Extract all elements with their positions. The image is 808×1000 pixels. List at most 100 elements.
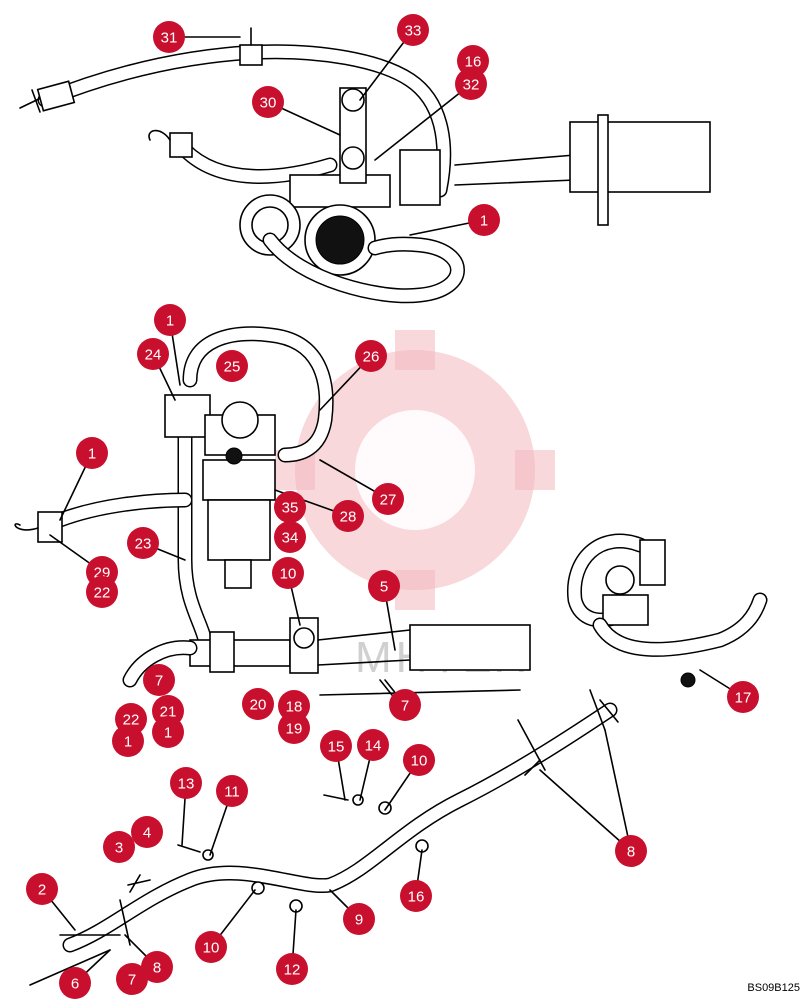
callout-26: 26 bbox=[355, 340, 387, 372]
callout-circle bbox=[274, 521, 306, 553]
callout-label: 16 bbox=[408, 889, 425, 906]
callout-1: 1 bbox=[152, 716, 184, 748]
callout-circle bbox=[116, 963, 148, 995]
callout-label: 4 bbox=[143, 825, 151, 842]
callout-label: 7 bbox=[155, 673, 163, 690]
callout-22: 22 bbox=[86, 576, 118, 608]
callout-circle bbox=[59, 967, 91, 999]
callout-2: 2 bbox=[26, 873, 58, 905]
callout-label: 1 bbox=[164, 725, 172, 742]
callout-label: 35 bbox=[282, 500, 299, 517]
callout-31: 31 bbox=[153, 21, 185, 53]
callout-34: 34 bbox=[274, 521, 306, 553]
callout-circle bbox=[152, 716, 184, 748]
callout-circle bbox=[242, 688, 274, 720]
callout-label: 8 bbox=[627, 844, 635, 861]
callout-27: 27 bbox=[372, 483, 404, 515]
callout-label: 12 bbox=[284, 962, 301, 979]
callout-1: 1 bbox=[154, 304, 186, 336]
callout-circle bbox=[26, 873, 58, 905]
callout-label: 14 bbox=[365, 738, 382, 755]
callout-circle bbox=[86, 576, 118, 608]
callout-16: 16 bbox=[457, 45, 489, 77]
callout-label: 16 bbox=[465, 54, 482, 71]
callout-13: 13 bbox=[170, 767, 202, 799]
callout-12: 12 bbox=[276, 953, 308, 985]
callout-label: 8 bbox=[153, 960, 161, 977]
callout-label: 18 bbox=[286, 699, 303, 716]
callout-circle bbox=[143, 664, 175, 696]
callout-label: 7 bbox=[401, 698, 409, 715]
callout-label: 21 bbox=[160, 704, 177, 721]
callout-label: 20 bbox=[250, 697, 267, 714]
callout-10: 10 bbox=[195, 931, 227, 963]
callout-label: 15 bbox=[328, 739, 345, 756]
callout-circle bbox=[615, 835, 647, 867]
callout-circle bbox=[332, 500, 364, 532]
callout-1: 1 bbox=[468, 204, 500, 236]
callout-8: 8 bbox=[141, 951, 173, 983]
callout-3: 3 bbox=[103, 831, 135, 863]
figure-code: BS09B125 bbox=[747, 982, 800, 994]
callout-circle bbox=[389, 689, 421, 721]
callout-19: 19 bbox=[278, 712, 310, 744]
callout-label: 22 bbox=[94, 585, 111, 602]
callout-label: 17 bbox=[735, 690, 752, 707]
callout-label: 10 bbox=[411, 753, 428, 770]
callout-24: 24 bbox=[137, 338, 169, 370]
callout-18: 18 bbox=[278, 690, 310, 722]
callout-circle bbox=[278, 690, 310, 722]
callout-circle bbox=[76, 437, 108, 469]
callout-15: 15 bbox=[320, 730, 352, 762]
callout-10: 10 bbox=[403, 744, 435, 776]
callout-label: 22 bbox=[123, 712, 140, 729]
callout-circle bbox=[400, 880, 432, 912]
callout-circle bbox=[397, 14, 429, 46]
callout-circle bbox=[252, 86, 284, 118]
top-fuel-filter-assembly bbox=[19, 27, 711, 304]
callout-circle bbox=[112, 725, 144, 757]
callout-16: 16 bbox=[400, 880, 432, 912]
callout-label: 33 bbox=[405, 23, 422, 40]
callout-circle bbox=[403, 744, 435, 776]
callout-23: 23 bbox=[127, 527, 159, 559]
callout-label: 25 bbox=[224, 359, 241, 376]
callout-label: 1 bbox=[480, 213, 488, 230]
callout-20: 20 bbox=[242, 688, 274, 720]
callout-label: 19 bbox=[286, 721, 303, 738]
callout-25: 25 bbox=[216, 350, 248, 382]
callout-7: 7 bbox=[389, 689, 421, 721]
callout-label: 1 bbox=[88, 446, 96, 463]
callout-35: 35 bbox=[274, 491, 306, 523]
callout-circle bbox=[355, 340, 387, 372]
callout-label: 11 bbox=[224, 784, 240, 801]
callout-1: 1 bbox=[112, 725, 144, 757]
callout-label: 27 bbox=[380, 492, 397, 509]
callout-circle bbox=[276, 953, 308, 985]
callout-circle bbox=[137, 338, 169, 370]
callout-14: 14 bbox=[357, 729, 389, 761]
callout-4: 4 bbox=[131, 816, 163, 848]
callout-8: 8 bbox=[615, 835, 647, 867]
callout-label: 34 bbox=[282, 530, 299, 547]
callout-30: 30 bbox=[252, 86, 284, 118]
callout-circle bbox=[216, 350, 248, 382]
callout-11: 11 bbox=[216, 775, 248, 807]
callout-32: 32 bbox=[455, 68, 487, 100]
callout-label: 13 bbox=[178, 776, 195, 793]
callout-circle bbox=[457, 45, 489, 77]
callout-circle bbox=[154, 304, 186, 336]
callout-1: 1 bbox=[76, 437, 108, 469]
callout-label: 2 bbox=[38, 882, 46, 899]
callout-5: 5 bbox=[368, 570, 400, 602]
callout-label: 10 bbox=[280, 566, 297, 583]
callout-circle bbox=[195, 931, 227, 963]
callout-label: 6 bbox=[71, 976, 79, 993]
callout-circle bbox=[170, 767, 202, 799]
callout-label: 26 bbox=[363, 349, 380, 366]
callout-label: 1 bbox=[124, 734, 132, 751]
callout-label: 1 bbox=[166, 313, 174, 330]
callout-7: 7 bbox=[116, 963, 148, 995]
callout-label: 31 bbox=[161, 30, 178, 47]
